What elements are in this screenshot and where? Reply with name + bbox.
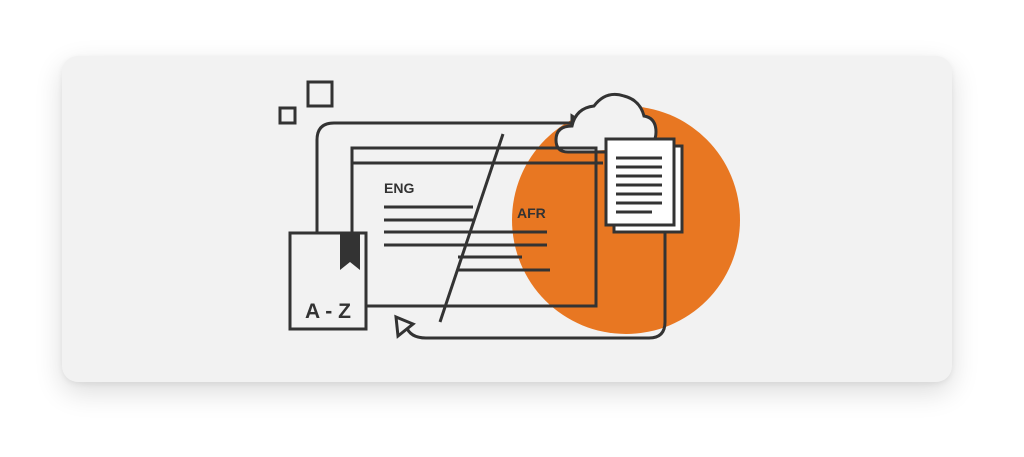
translation-window: [350, 146, 598, 308]
source-language-label: ENG: [384, 180, 414, 196]
illustration-card: [62, 56, 952, 382]
lower-connector-line: [404, 232, 667, 340]
diagonal-divider: [438, 133, 505, 323]
bookmark-icon: [340, 233, 360, 270]
lower-arrow-icon: [394, 314, 416, 339]
target-language-label: AFR: [517, 205, 546, 221]
upper-connector-line: [315, 121, 578, 233]
large-square-icon: [306, 80, 334, 108]
small-square-icon: [278, 106, 297, 125]
dictionary-label: A - Z: [305, 300, 351, 323]
